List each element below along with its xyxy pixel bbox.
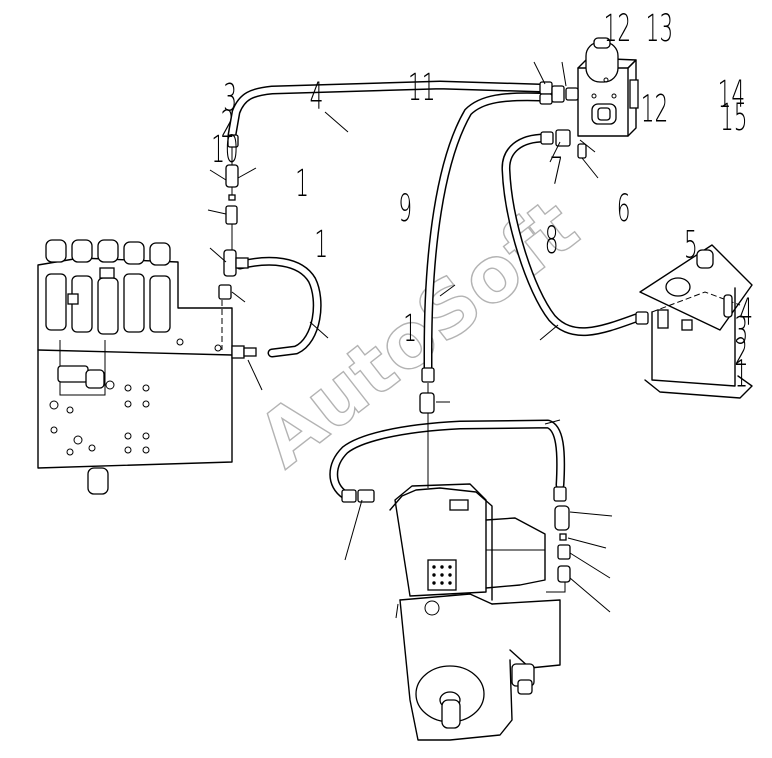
leader-lines [207,61,613,613]
hose-5 [329,419,566,500]
callout-1-pump: 1 [403,307,417,351]
control-valve-block [37,239,257,495]
hose-7 [423,92,545,377]
callout-3-left: 3 [223,76,237,120]
hose-11 [227,80,545,140]
callout-15: 15 [720,95,747,139]
hydraulic-tank [635,244,753,399]
priority-valve [539,37,639,159]
hydraulic-pump [341,367,571,741]
watermark: AutoSoft [241,181,594,484]
port-holes [49,338,222,456]
callout-7: 7 [550,149,564,193]
callout-10: 10 [211,128,238,172]
pump-bolt-grid [432,565,452,585]
callout-2-left: 2 [221,103,235,147]
callout-2-pump: 2 [734,331,748,375]
callout-8: 8 [545,218,559,262]
callout-3-pump: 3 [734,309,748,353]
hose-9 [235,256,322,358]
callout-12-mid: 12 [641,87,668,131]
callout-13: 13 [646,7,673,51]
callout-4-pump: 4 [739,290,753,334]
callout-9: 9 [398,187,412,231]
callout-1-upper: 1 [295,161,309,205]
callout-12-top: 12 [604,7,631,51]
part-callouts: 12 13 11 3 4 2 10 1 9 1 7 8 14 12 15 6 5… [211,7,753,397]
callout-1-valve: 1 [314,223,328,267]
fitting-stack-left [218,134,249,350]
valve-spools [45,239,171,335]
callout-4-left: 4 [310,74,324,118]
hose-6 [501,133,641,337]
callout-1-bottom: 1 [734,352,748,396]
callout-5: 5 [684,223,698,267]
callout-11: 11 [408,65,435,109]
callout-6: 6 [617,187,631,231]
callout-14: 14 [718,73,745,117]
